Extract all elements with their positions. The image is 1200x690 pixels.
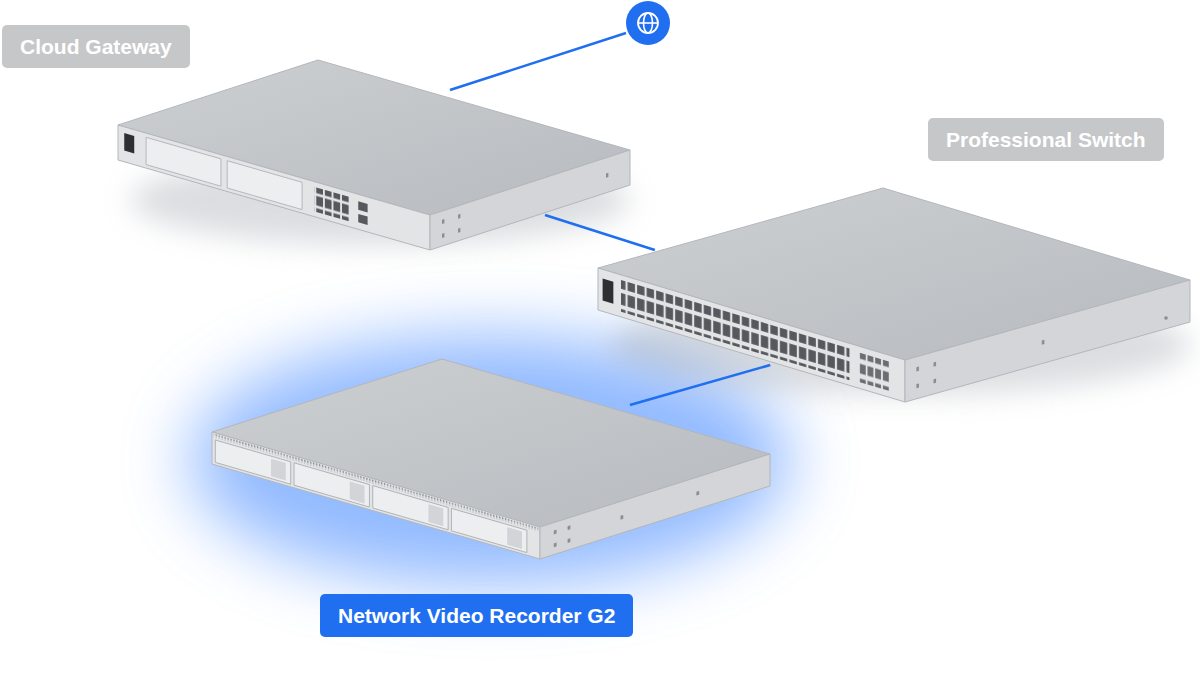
device-front (118, 125, 430, 250)
device-node: Professional Switch (598, 250, 1190, 365)
screw (1042, 340, 1045, 345)
ethernet-ports (621, 280, 849, 380)
globe-equator (638, 22, 658, 24)
device-front (598, 268, 905, 402)
device-front (212, 432, 540, 559)
device-node: Network Video Recorder G2 (212, 405, 770, 590)
label-anchor: Professional Switch (928, 118, 1164, 161)
network-link (630, 365, 770, 405)
screw (621, 515, 624, 520)
device-side (540, 454, 770, 559)
screw (554, 543, 557, 548)
device-side (430, 150, 630, 250)
label-text: Network Video Recorder G2 (338, 594, 615, 637)
bay-handle (271, 459, 286, 481)
drive-bay (294, 463, 369, 507)
device-label: Cloud Gateway (2, 25, 190, 68)
drive-bay (227, 161, 302, 210)
drive-bay (373, 486, 448, 530)
screw (442, 233, 444, 238)
bay-handle (350, 482, 365, 504)
screw (916, 383, 919, 388)
screw (568, 525, 571, 530)
device-label: Professional Switch (928, 118, 1164, 161)
internet-link (450, 33, 626, 90)
screw (606, 173, 608, 178)
globe-icon (626, 1, 670, 45)
ethernet-ports (315, 187, 349, 221)
screw (442, 219, 444, 224)
drive-bay (146, 137, 221, 186)
globe-outline (638, 13, 658, 33)
label-text: Professional Switch (946, 118, 1146, 161)
drive-bay (215, 440, 290, 484)
screw (696, 491, 699, 496)
device-label: Network Video Recorder G2 (320, 594, 633, 637)
vent-grille (214, 433, 539, 531)
screw (934, 379, 937, 384)
device-side (905, 280, 1190, 402)
drive-bay (451, 508, 526, 552)
nvr-device (212, 359, 770, 559)
label-anchor: Cloud Gateway (2, 25, 190, 68)
label-anchor: Network Video Recorder G2 (320, 594, 633, 637)
screw (554, 530, 557, 535)
front-panel (124, 131, 367, 229)
bay-handle (507, 527, 522, 549)
network-link (545, 215, 655, 250)
screw (568, 538, 571, 543)
screw (916, 367, 919, 372)
switch-device (598, 188, 1190, 402)
sfp-port (358, 201, 367, 212)
bay-handle (428, 504, 443, 526)
power-button (124, 133, 134, 153)
device-node: Cloud Gateway (118, 50, 630, 215)
screw (1164, 316, 1168, 320)
side-panel (916, 331, 1044, 388)
screw (934, 362, 937, 367)
label-text: Cloud Gateway (20, 25, 172, 68)
screw (458, 228, 460, 233)
sfp-port (358, 214, 367, 225)
gateway-device (118, 60, 630, 250)
sfp-ports (859, 353, 890, 392)
front-panel (214, 433, 539, 556)
console-port (603, 279, 614, 304)
globe-circle (626, 1, 670, 45)
side-panel (554, 484, 699, 547)
screw (458, 214, 460, 219)
front-panel (603, 274, 890, 392)
